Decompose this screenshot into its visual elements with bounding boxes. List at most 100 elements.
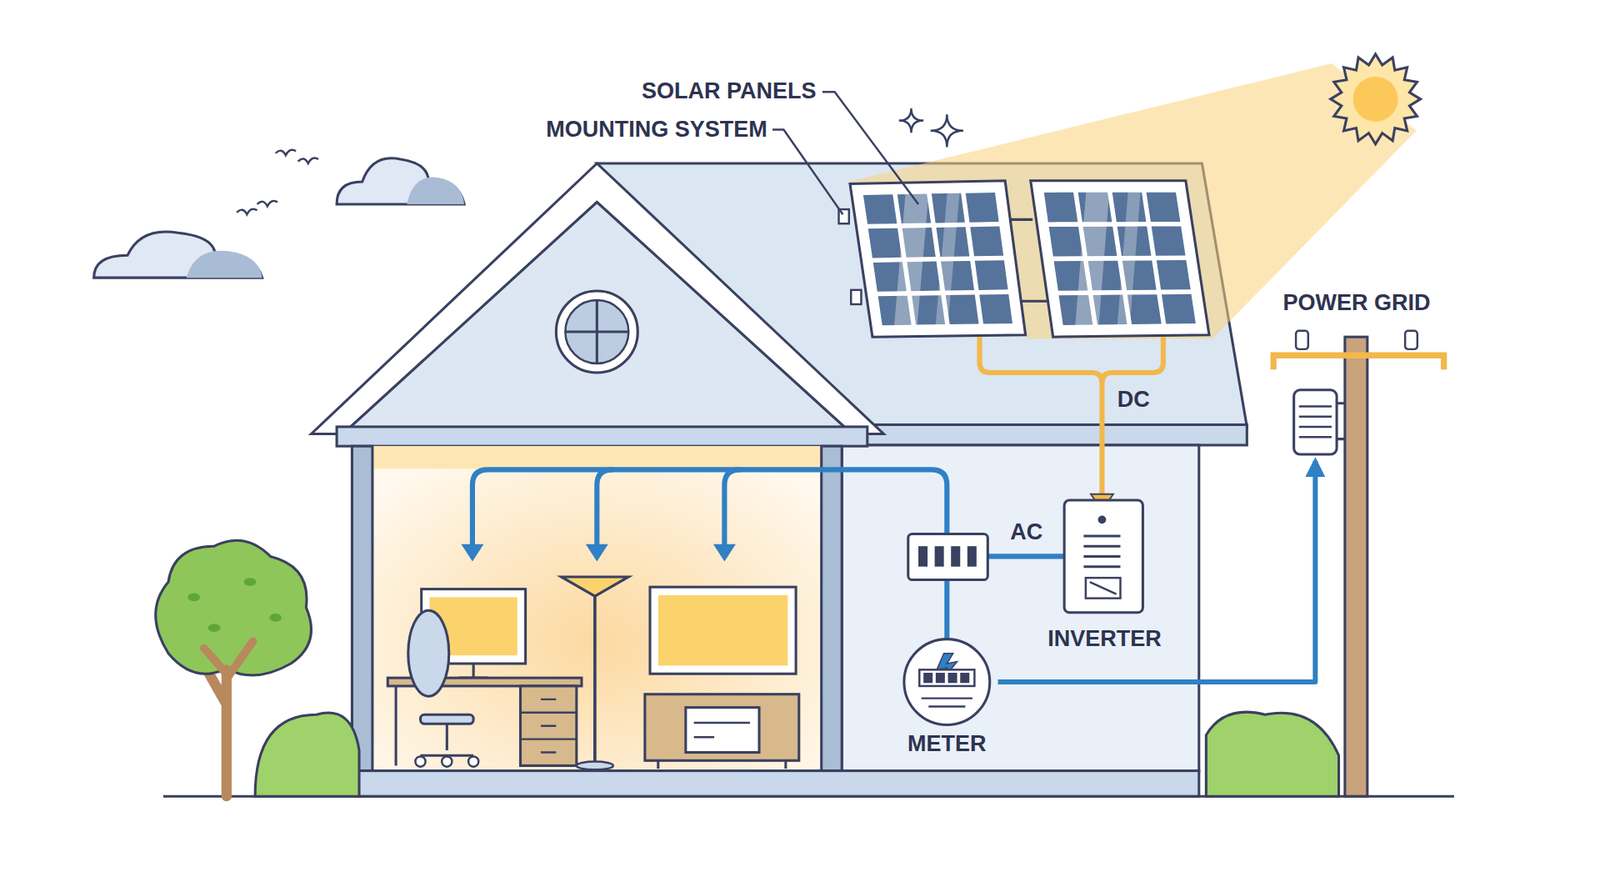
utility-pole (1345, 336, 1368, 796)
gable-eave (336, 426, 868, 446)
bush (255, 712, 360, 796)
media-player-slots (694, 722, 750, 737)
solar-cell (1049, 226, 1084, 257)
tv-screen (658, 595, 789, 665)
tv (650, 586, 796, 674)
chair-wheel (441, 755, 452, 766)
wire-arrowhead (713, 544, 736, 562)
leader-line (772, 130, 843, 215)
tree-leaf (208, 623, 221, 632)
window-cross (565, 300, 629, 364)
solar-cell (1156, 260, 1191, 290)
meter-digit (960, 672, 970, 683)
cloud (336, 158, 465, 205)
solar-cell (975, 260, 1009, 290)
solar-panel (850, 180, 1026, 337)
wire (596, 469, 612, 546)
wall-pillar (821, 445, 842, 770)
solar-cell (970, 226, 1004, 257)
meter-dial (904, 639, 990, 725)
cloud-shade (406, 177, 465, 205)
insulator (1405, 330, 1418, 350)
wire (724, 469, 740, 546)
power-grid-node: POWER GRID (1257, 290, 1457, 460)
media-player (685, 707, 760, 753)
panel-glare (894, 191, 930, 328)
desk-leg (395, 685, 398, 766)
chair-wheel (468, 755, 479, 766)
part-label: SOLAR PANELS (641, 79, 817, 105)
meter-digit (923, 672, 933, 683)
breaker-switch (967, 545, 977, 566)
wing-eave (836, 424, 1247, 445)
mounting-bracket (850, 290, 861, 305)
bird (275, 150, 296, 156)
drawer-lines (520, 699, 576, 753)
floor-slab (357, 770, 1200, 797)
inverter-vents (1083, 535, 1120, 567)
transformer-fins (1299, 405, 1332, 437)
gable-wall (342, 202, 852, 435)
panel-meter-wire (944, 580, 950, 640)
ac-wire (987, 553, 1065, 559)
signal-label: DC (1117, 387, 1150, 413)
wire-arrowhead (460, 544, 484, 562)
dc-wire (1101, 336, 1163, 383)
solar-cell (1146, 192, 1181, 222)
chair-wheel (415, 755, 425, 766)
cabinet-legs (658, 760, 786, 769)
transformer (1294, 390, 1337, 455)
panel-glare (935, 190, 960, 327)
room-light-band (372, 445, 822, 469)
solar-cell (965, 192, 1000, 223)
inverter-display (1085, 577, 1121, 598)
solar-cell (868, 228, 902, 259)
cloud-shape (94, 231, 263, 278)
wing-wall (841, 445, 1200, 772)
round-window-glass (565, 300, 629, 364)
tree-leaf (269, 613, 282, 622)
sun-core (1353, 76, 1399, 122)
lamp-base (576, 761, 614, 770)
power-connector (998, 460, 1316, 682)
bush (1205, 711, 1339, 796)
tree-branches (204, 640, 254, 796)
meter-digit (948, 672, 958, 683)
tree-leaf (187, 593, 200, 602)
solar-cell (863, 194, 897, 225)
desk-drawers (520, 685, 576, 766)
wall-pillar (351, 445, 372, 770)
solar-panel (1030, 180, 1210, 337)
leader-line (822, 91, 919, 205)
appliance-wiring (472, 469, 947, 546)
insulator (1295, 330, 1309, 350)
solar-cell (1151, 225, 1186, 255)
cloud-shade (186, 250, 263, 278)
meter-display (919, 669, 975, 686)
inverter-display-mark (1090, 581, 1117, 595)
solar-cell (1044, 192, 1079, 223)
pole-crossarm (1273, 355, 1444, 370)
room-interior (372, 445, 822, 770)
wire (472, 469, 947, 546)
solar-cell (979, 294, 1013, 325)
meter-node: METER (895, 637, 998, 756)
node-label: METER (895, 731, 998, 757)
part-label: MOUNTING SYSTEM (545, 117, 768, 143)
dc-wiring (980, 336, 1164, 496)
panel-glare (1117, 190, 1141, 327)
solar-cell (945, 295, 980, 325)
panel-glare (1075, 190, 1110, 328)
solar-cell (1127, 294, 1162, 325)
tree-canopy (155, 540, 312, 675)
node-label: POWER GRID (1257, 290, 1457, 316)
chair-back (408, 610, 450, 696)
lamp-pole (593, 595, 597, 764)
gable-trim (310, 163, 884, 434)
breaker-switch (935, 545, 945, 566)
signal-label: AC (1010, 520, 1043, 545)
breaker-switch (950, 545, 960, 566)
